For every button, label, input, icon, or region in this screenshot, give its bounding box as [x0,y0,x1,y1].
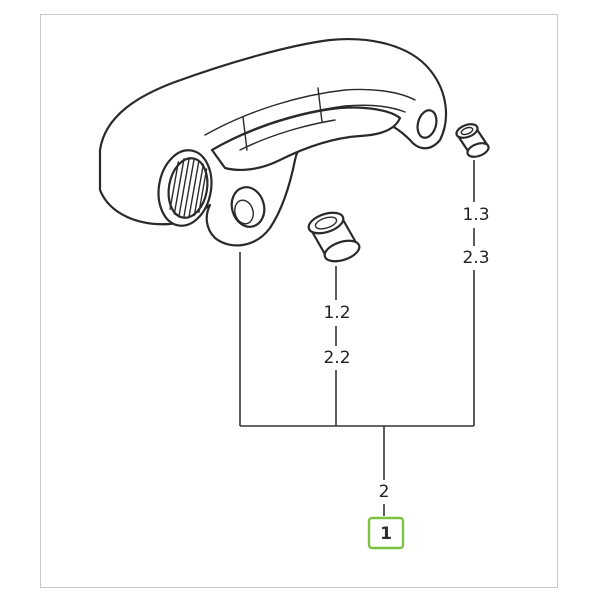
callout-1-3[interactable]: 1.3 [462,205,489,225]
callout-2-3[interactable]: 2.3 [462,248,489,268]
callout-1-2[interactable]: 1.2 [323,303,350,323]
bushing-icon[interactable] [455,122,491,160]
rocker-arm-icon[interactable] [98,38,447,247]
callout-2-2[interactable]: 2.2 [323,348,350,368]
leader-lines [239,160,475,516]
callout-1: 1 [380,524,392,544]
bushing-icon[interactable] [306,209,362,265]
callout-2[interactable]: 2 [379,482,390,502]
callout-highlight-box[interactable]: 1 [367,516,405,550]
